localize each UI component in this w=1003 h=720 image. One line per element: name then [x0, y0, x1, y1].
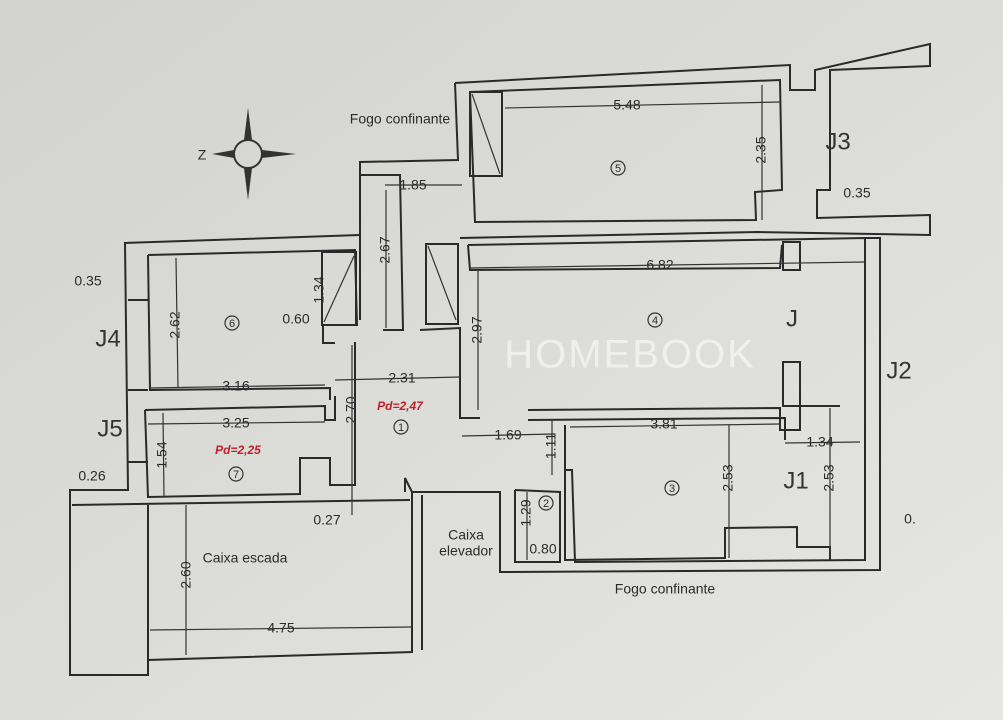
- dim-2-53-j1: 2.53: [821, 464, 837, 491]
- dim-0-35-left: 0.35: [74, 273, 101, 289]
- elevator-box-label-1: Caixa: [448, 527, 484, 543]
- dim-6-82: 6.82: [646, 257, 673, 273]
- dim-2-97: 2.97: [469, 316, 485, 343]
- stair-box-label: Caixa escada: [203, 550, 288, 566]
- dim-0-35-right: 0.35: [843, 185, 870, 201]
- window-j3: J3: [825, 128, 850, 155]
- fire-wall-label-bottom: Fogo confinante: [615, 581, 716, 597]
- window-j: J: [786, 305, 798, 332]
- window-j4: J4: [95, 325, 120, 352]
- dim-2-60: 2.60: [178, 561, 194, 588]
- dim-0-26: 0.26: [78, 468, 105, 484]
- dim-4-75: 4.75: [267, 620, 294, 636]
- dim-1-29: 1.29: [518, 499, 534, 526]
- room-3: 3: [669, 483, 675, 495]
- window-j5: J5: [97, 415, 122, 442]
- dim-0-60: 0.60: [282, 311, 309, 327]
- window-j1: J1: [783, 467, 808, 494]
- room-7: 7: [233, 469, 239, 481]
- fire-wall-label-top: Fogo confinante: [350, 111, 451, 127]
- dim-1-85: 1.85: [399, 177, 426, 193]
- walls: [69, 42, 931, 676]
- dim-1-54: 1.54: [154, 441, 170, 468]
- dimension-values: 5.48 2.35 0.35 1.85 2.67 6.82 2.97 0.35 …: [74, 97, 915, 636]
- dim-2-70: 2.70: [343, 396, 359, 423]
- dim-5-48: 5.48: [613, 97, 640, 113]
- dim-3-25: 3.25: [222, 415, 249, 431]
- room-5: 5: [615, 163, 621, 175]
- watermark: HOMEBOOK: [504, 333, 756, 377]
- dim-0-27: 0.27: [313, 512, 340, 528]
- room-2: 2: [543, 498, 549, 510]
- dim-0-80: 0.80: [529, 541, 556, 557]
- dimension-lines: [147, 85, 866, 655]
- ceiling-height-room-1: Pd=2,47: [377, 399, 424, 413]
- dim-2-62: 2.62: [167, 311, 183, 338]
- text-labels: Fogo confinante Fogo confinante Caixa es…: [74, 97, 915, 636]
- elevator-box-label-2: elevador: [439, 543, 493, 559]
- dim-2-31: 2.31: [388, 370, 415, 386]
- compass-north-label: Z: [198, 147, 207, 163]
- dim-0-right-edge: 0.: [904, 511, 916, 527]
- room-1: 1: [398, 422, 404, 434]
- compass: Z: [198, 108, 296, 200]
- dim-3-16: 3.16: [222, 378, 249, 394]
- dim-3-81: 3.81: [650, 416, 677, 432]
- dim-1-34-j1: 1.34: [806, 434, 833, 450]
- room-numbers: 1 2 3 4 5 6 7: [224, 160, 680, 511]
- dim-2-35: 2.35: [753, 136, 769, 163]
- room-6: 6: [229, 318, 235, 330]
- dim-1-11: 1.11: [543, 433, 559, 459]
- dim-2-67: 2.67: [377, 236, 393, 263]
- dim-1-34-closet: 1.34: [311, 276, 327, 303]
- room-4: 4: [652, 315, 658, 327]
- dim-2-53-room: 2.53: [720, 464, 736, 491]
- ceiling-height-room-7: Pd=2,25: [215, 443, 261, 457]
- window-j2: J2: [886, 357, 911, 384]
- dim-1-69: 1.69: [494, 427, 521, 443]
